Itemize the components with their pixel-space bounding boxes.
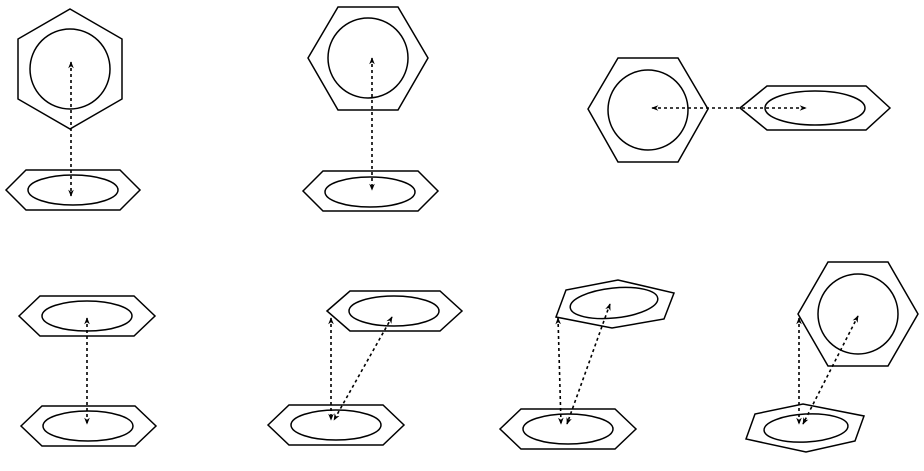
aromatic-ellipse xyxy=(763,413,849,443)
benzene-ring-face-on xyxy=(797,261,919,367)
interaction-arrow-diagonal xyxy=(333,316,393,421)
aromatic-ellipse xyxy=(290,409,382,441)
aromatic-ellipse xyxy=(42,410,134,442)
dimer-parallel-displaced xyxy=(266,290,464,446)
benzene-ring-edge-on-top xyxy=(17,295,157,337)
benzene-ring-edge-on-bottom xyxy=(19,405,158,447)
aromatic-circle xyxy=(607,69,689,151)
benzene-ring-edge-on-bottom xyxy=(498,408,638,450)
aromatic-ellipse xyxy=(348,295,440,327)
interaction-arrow-vertical xyxy=(555,317,564,425)
benzene-ring-face-on xyxy=(587,57,709,163)
benzene-ring-edge-on xyxy=(738,85,892,131)
benzene-ring-edge-on-bottom xyxy=(266,404,406,446)
aromatic-ellipse xyxy=(522,413,614,445)
aromatic-circle xyxy=(817,273,899,355)
benzene-ring-edge-on-tilted xyxy=(745,403,866,453)
interaction-arrow-diagonal xyxy=(802,315,859,425)
dimer-sandwich xyxy=(17,295,158,447)
benzene-ring-edge-on xyxy=(301,170,440,212)
benzene-ring-tilted-top xyxy=(554,279,676,329)
benzene-ring-face-on xyxy=(17,8,123,130)
benzene-ring-edge-on-top xyxy=(325,290,464,332)
aromatic-circle xyxy=(29,28,111,110)
interaction-arrow-diagonal xyxy=(566,303,611,425)
dimer-t-shaped xyxy=(4,8,142,211)
aromatic-circle xyxy=(327,17,409,99)
aromatic-ellipse xyxy=(27,174,119,206)
benzene-ring-face-on xyxy=(307,6,429,111)
aromatic-ellipse xyxy=(569,286,659,320)
aromatic-ellipse xyxy=(324,176,416,208)
dimer-coplanar xyxy=(587,57,892,163)
dimer-parallel-displaced-tilted xyxy=(498,279,676,450)
benzene-ring-edge-on xyxy=(4,169,142,211)
dimer-t-shaped-rotated xyxy=(301,6,440,212)
dimer-tilted-t-shaped xyxy=(745,261,919,453)
